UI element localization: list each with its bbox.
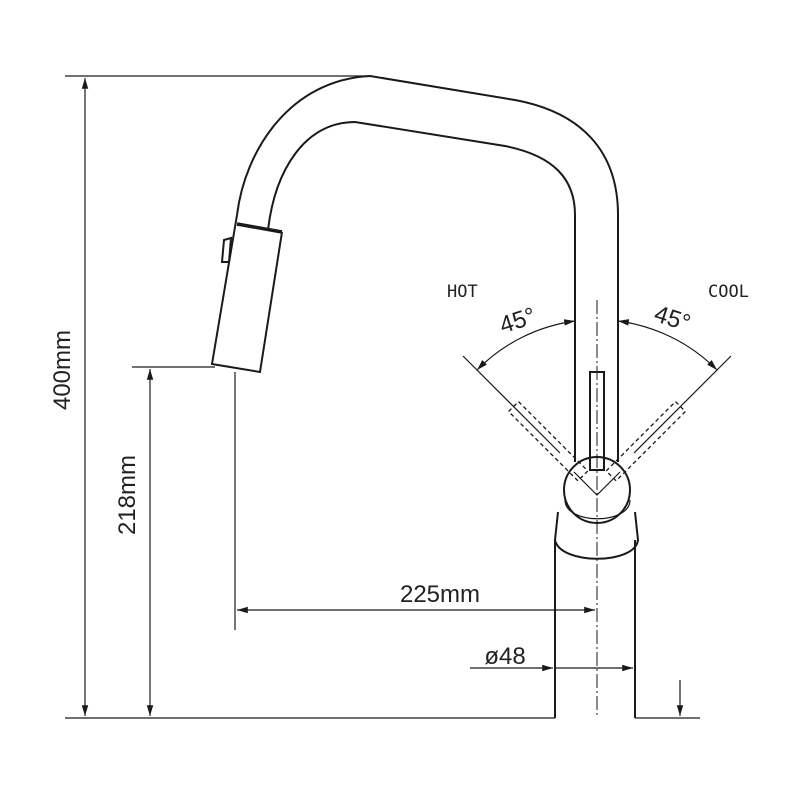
spout-height-dimension	[132, 366, 215, 716]
spray-head	[210, 214, 283, 374]
hot-angle-label: 45°	[496, 302, 539, 339]
hot-label: HOT	[447, 282, 478, 302]
cool-angle-label: 45°	[651, 300, 694, 337]
spout	[236, 74, 619, 462]
angle-dimension	[462, 319, 732, 454]
cool-label: COOL	[708, 282, 749, 302]
faucet-body	[507, 300, 687, 718]
diameter-label: ø48	[484, 643, 525, 670]
spout-height-label: 218mm	[114, 455, 141, 535]
reach-label: 225mm	[400, 581, 480, 608]
height-dimension	[65, 75, 555, 719]
diameter-dimension	[470, 664, 700, 719]
reach-dimension	[234, 372, 595, 630]
spray-button	[220, 236, 233, 263]
height-label: 400mm	[49, 330, 76, 410]
